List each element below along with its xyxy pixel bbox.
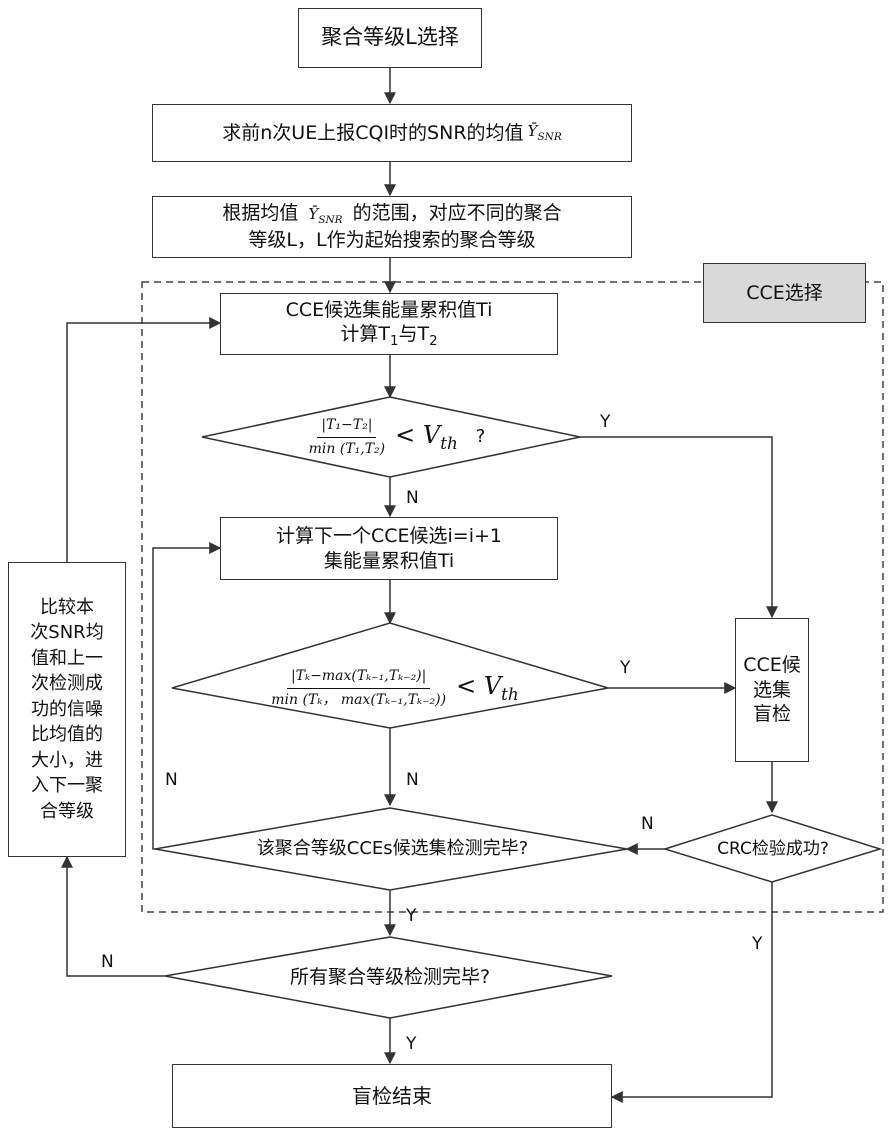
arrow-level-no bbox=[153, 548, 220, 849]
all-no-label: N bbox=[101, 954, 114, 971]
select-level-box: 聚合等级L选择 bbox=[298, 8, 482, 68]
level-no-label: N bbox=[165, 772, 178, 789]
d1-no-label: N bbox=[406, 490, 419, 507]
level-done-content: 该聚合等级CCEs候选集检测完毕? bbox=[195, 832, 590, 866]
blind-detect-line3: 盲检 bbox=[753, 702, 791, 727]
arrow-compare-to-energy bbox=[67, 323, 220, 562]
compare-line9: 合等级 bbox=[40, 799, 94, 825]
snr-mean-box: 求前n次UE上报CQI时的SNR的均值 ȲSNR bbox=[152, 104, 632, 162]
arrow-d1-yes bbox=[580, 437, 772, 617]
all-done-content: 所有聚合等级检测完毕? bbox=[220, 960, 560, 994]
decision1-content: |T₁−T₂| min (T₁,T₂) < Vth ? bbox=[270, 405, 520, 469]
map-level-symbol: ȲSNR bbox=[308, 205, 342, 223]
energy-calc-box: CCE候选集能量累积值Ti 计算T1与T2 bbox=[220, 293, 558, 355]
d2-no-label: N bbox=[406, 772, 419, 789]
compare-line1: 比较本 bbox=[40, 595, 94, 621]
compare-line3: 值和上一 bbox=[31, 646, 103, 672]
level-yes-label: Y bbox=[406, 908, 416, 925]
next-candidate-box: 计算下一个CCE候选i=i+1 集能量累积值Ti bbox=[220, 517, 558, 580]
next-candidate-line2: 集能量累积值Ti bbox=[324, 549, 454, 574]
blind-detect-box: CCE候 选集 盲检 bbox=[735, 618, 809, 762]
decision1-numerator: |T₁−T₂| bbox=[317, 416, 376, 437]
crc-yes-label: Y bbox=[752, 936, 762, 953]
compare-line4: 次检测成 bbox=[31, 671, 103, 697]
compare-line8: 入下一聚 bbox=[31, 773, 103, 799]
snr-mean-symbol: ȲSNR bbox=[528, 122, 562, 145]
all-done-text: 所有聚合等级检测完毕? bbox=[290, 965, 490, 990]
crc-no-label: N bbox=[641, 816, 654, 833]
cce-select-title-box: CCE选择 bbox=[703, 263, 866, 323]
level-done-text: 该聚合等级CCEs候选集检测完毕? bbox=[257, 837, 528, 860]
decision2-content: |Tₖ−max(Tₖ₋₁,Tₖ₋₂)| min (Tₖ， max(Tₖ₋₁,Tₖ… bbox=[228, 648, 558, 728]
crc-content: CRC检验成功? bbox=[680, 834, 866, 864]
compare-line7: 大小，进 bbox=[31, 748, 103, 774]
map-level-line1: 根据均值 ȲSNR 的范围，对应不同的聚合 bbox=[222, 201, 561, 228]
map-level-box: 根据均值 ȲSNR 的范围，对应不同的聚合 等级L，L作为起始搜索的聚合等级 bbox=[152, 196, 632, 258]
energy-calc-line1: CCE候选集能量累积值Ti bbox=[286, 298, 493, 323]
d2-yes-label: Y bbox=[620, 660, 630, 677]
map-level-line2: 等级L，L作为起始搜索的聚合等级 bbox=[248, 228, 535, 253]
decision2-threshold: < Vth bbox=[456, 671, 519, 706]
decision2-numerator: |Tₖ−max(Tₖ₋₁,Tₖ₋₂)| bbox=[287, 667, 430, 688]
compare-line2: 次SNR均 bbox=[30, 620, 103, 646]
decision1-question: ? bbox=[476, 425, 486, 448]
next-candidate-line1: 计算下一个CCE候选i=i+1 bbox=[276, 524, 502, 549]
decision2-fraction: |Tₖ−max(Tₖ₋₁,Tₖ₋₂)| min (Tₖ， max(Tₖ₋₁,Tₖ… bbox=[267, 667, 450, 708]
arrow-crc-yes bbox=[612, 882, 772, 1097]
cce-select-title: CCE选择 bbox=[746, 281, 823, 306]
crc-text: CRC检验成功? bbox=[717, 838, 829, 860]
decision1-threshold: < Vth bbox=[395, 420, 458, 455]
decision1-denominator: min (T₁,T₂) bbox=[305, 438, 390, 458]
compare-line5: 功的信噪 bbox=[31, 697, 103, 723]
compare-line6: 比均值的 bbox=[31, 722, 103, 748]
end-box: 盲检结束 bbox=[172, 1064, 612, 1128]
energy-calc-line2: 计算T1与T2 bbox=[340, 322, 437, 350]
decision2-denominator: min (Tₖ， max(Tₖ₋₁,Tₖ₋₂)) bbox=[267, 689, 450, 709]
snr-mean-text: 求前n次UE上报CQI时的SNR的均值 bbox=[222, 121, 523, 146]
end-text: 盲检结束 bbox=[352, 1083, 432, 1109]
select-level-text: 聚合等级L选择 bbox=[321, 24, 459, 51]
blind-detect-line2: 选集 bbox=[753, 678, 791, 703]
arrow-all-no bbox=[67, 857, 165, 976]
blind-detect-line1: CCE候 bbox=[743, 653, 801, 678]
decision1-fraction: |T₁−T₂| min (T₁,T₂) bbox=[305, 416, 390, 457]
all-yes-label: Y bbox=[406, 1036, 416, 1053]
d1-yes-label: Y bbox=[600, 414, 610, 431]
compare-box: 比较本 次SNR均 值和上一 次检测成 功的信噪 比均值的 大小，进 入下一聚 … bbox=[8, 562, 126, 857]
